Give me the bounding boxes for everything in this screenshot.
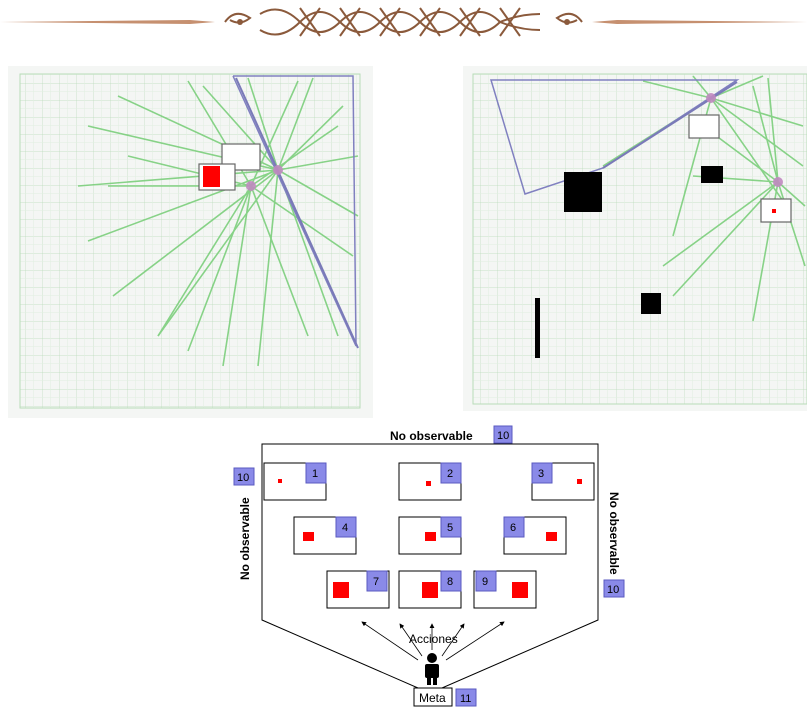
state-box-4: 4	[293, 516, 357, 555]
obstacle	[641, 293, 661, 314]
badge-right: 10	[603, 579, 625, 598]
sensor-map-left	[8, 66, 373, 418]
right-label: No observable	[607, 492, 621, 575]
badge-top: 10	[493, 425, 513, 444]
red-target-left	[203, 166, 220, 187]
svg-text:4: 4	[342, 522, 348, 534]
top-label: No observable	[390, 429, 473, 443]
svg-text:7: 7	[373, 576, 379, 588]
sensor-node	[273, 165, 283, 175]
state-box-9: 9	[473, 570, 537, 609]
state-box-6: 6	[503, 516, 567, 555]
obstacle	[564, 172, 602, 212]
wall-boundary-left	[232, 75, 357, 347]
sensor-beams-left	[77, 77, 359, 367]
svg-text:1: 1	[312, 468, 318, 480]
state-box-1: 1	[263, 462, 327, 501]
state-box-8: 8	[398, 570, 462, 609]
svg-text:10: 10	[497, 430, 509, 442]
actions-label: Acciones	[409, 632, 458, 646]
svg-text:10: 10	[237, 472, 249, 484]
sensor-node	[246, 181, 256, 191]
state-box-7: 7	[326, 570, 390, 609]
obstacle	[535, 298, 540, 358]
action-arrows	[361, 621, 505, 661]
sensor-node	[773, 177, 783, 187]
badge-left: 10	[233, 467, 255, 486]
red-target-right	[772, 209, 776, 213]
state-box-3: 3	[531, 462, 595, 501]
svg-text:3: 3	[538, 468, 544, 480]
sensor-node	[706, 93, 716, 103]
state-box-5: 5	[398, 516, 462, 555]
svg-text:10: 10	[607, 584, 619, 596]
svg-text:9: 9	[482, 576, 488, 588]
svg-text:11: 11	[460, 693, 471, 705]
sensor-beams-right	[602, 75, 806, 322]
agent-figure	[425, 653, 439, 685]
svg-text:8: 8	[447, 576, 453, 588]
ornamental-divider	[0, 7, 807, 37]
sensor-map-right	[463, 66, 807, 411]
state-box-2: 2	[398, 462, 462, 501]
obstacle	[701, 166, 723, 183]
svg-text:Meta: Meta	[419, 691, 446, 705]
left-label: No observable	[238, 497, 252, 580]
state-diagram: No observable 10 No observable 10 No obs…	[232, 420, 628, 707]
svg-text:6: 6	[510, 522, 516, 534]
badge-goal: 11	[455, 688, 477, 707]
svg-text:2: 2	[447, 468, 453, 480]
svg-text:5: 5	[447, 522, 453, 534]
goal-box: Meta	[413, 687, 453, 707]
white-box	[688, 114, 720, 139]
